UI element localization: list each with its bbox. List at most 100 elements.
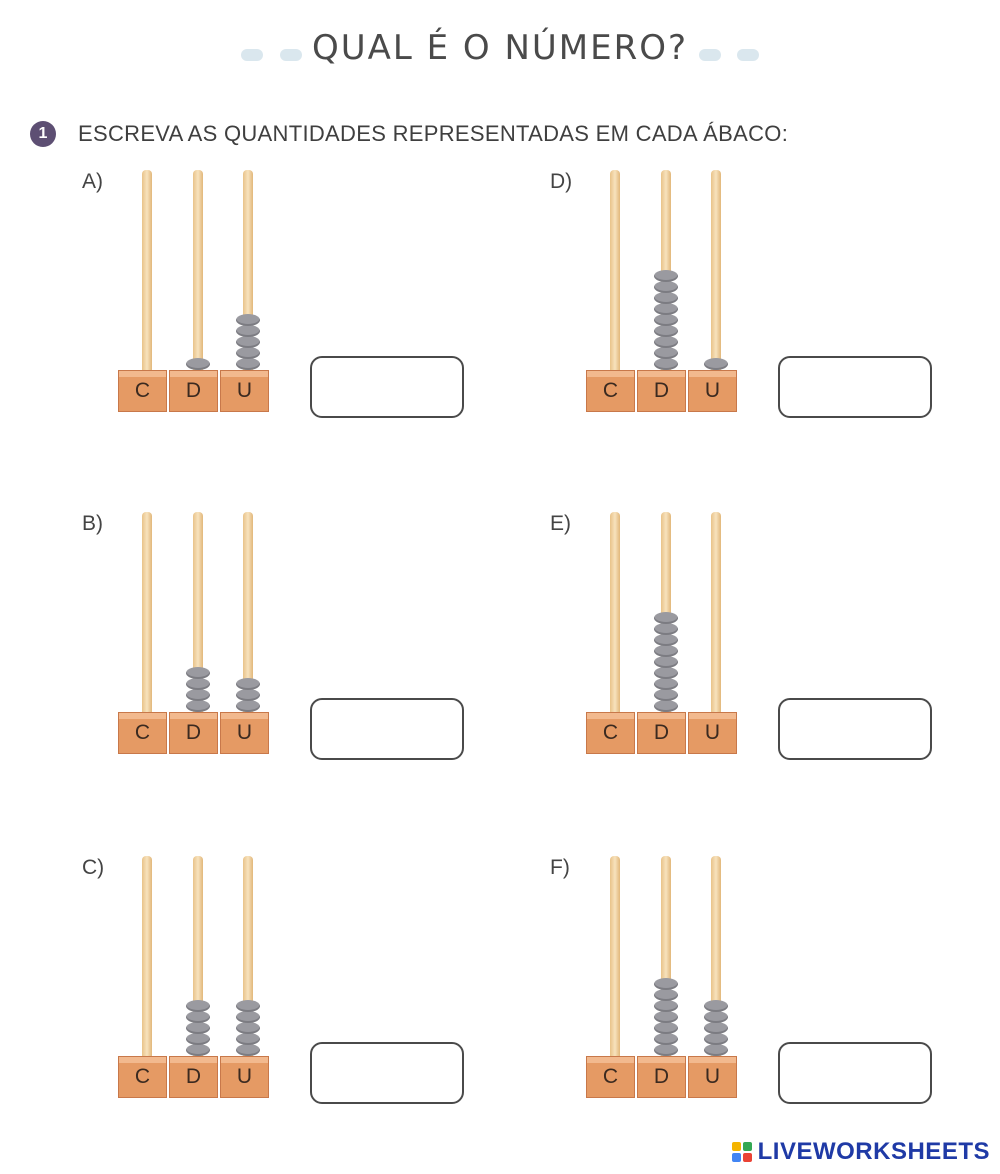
abacus-bead: [186, 667, 210, 679]
abacus-bead: [654, 634, 678, 646]
abacus-bead: [654, 347, 678, 359]
abacus-rod-c: [610, 170, 620, 374]
place-value-block-c: C: [118, 712, 167, 754]
abacus-bead: [654, 1033, 678, 1045]
decorative-splash: [698, 48, 721, 61]
abacus-bead: [704, 1044, 728, 1056]
abacus-bead: [236, 1011, 260, 1023]
abacus-bead: [186, 1033, 210, 1045]
abacus-bead: [186, 700, 210, 712]
abacus-bead: [236, 678, 260, 690]
question-number-badge: 1: [30, 121, 56, 147]
abacus-bead: [654, 1022, 678, 1034]
abacus-rod-c: [142, 170, 152, 374]
abacus-bead: [654, 667, 678, 679]
abacus-bead: [236, 1044, 260, 1056]
abacus-rod-d: [661, 856, 671, 1060]
place-value-block-d: D: [169, 370, 218, 412]
abacus-rod-c: [610, 856, 620, 1060]
place-value-block-u: U: [220, 712, 269, 754]
abacus-bead: [654, 700, 678, 712]
place-value-block-d: D: [169, 1056, 218, 1098]
abacus-bead: [654, 978, 678, 990]
decorative-splash: [241, 48, 264, 61]
abacus-bead: [654, 689, 678, 701]
abacus-rod-u: [711, 512, 721, 716]
brand-text: LIVEWORKSHEETS: [757, 1138, 990, 1165]
abacus-rod-d: [193, 170, 203, 374]
abacus-bead: [236, 358, 260, 370]
place-value-block-u: U: [688, 1056, 737, 1098]
page-title: QUAL É O NÚMERO?: [311, 28, 689, 68]
place-value-block-u: U: [220, 1056, 269, 1098]
abacus-bead: [236, 347, 260, 359]
abacus-bead: [654, 656, 678, 668]
exercise-label: E): [550, 512, 571, 535]
abacus-bead: [654, 314, 678, 326]
exercise-label: F): [550, 856, 570, 879]
abacus-bead: [654, 292, 678, 304]
abacus-bead: [704, 1022, 728, 1034]
abacus-rod-d: [193, 856, 203, 1060]
abacus-rod-u: [243, 512, 253, 716]
abacus-bead: [654, 281, 678, 293]
abacus-bead: [186, 1011, 210, 1023]
exercise-label: C): [82, 856, 105, 879]
abacus-bead: [654, 645, 678, 657]
answer-box[interactable]: [778, 356, 932, 418]
abacus-bead: [704, 1000, 728, 1012]
abacus-bead: [236, 1033, 260, 1045]
decorative-splash: [736, 48, 759, 61]
abacus-bead: [704, 1033, 728, 1045]
abacus-bead: [654, 303, 678, 315]
abacus-bead: [704, 1011, 728, 1023]
place-value-block-d: D: [637, 1056, 686, 1098]
abacus-bead: [186, 358, 210, 370]
place-value-block-u: U: [220, 370, 269, 412]
answer-box[interactable]: [310, 356, 464, 418]
answer-box[interactable]: [310, 698, 464, 760]
place-value-block-u: U: [688, 370, 737, 412]
liveworksheets-logo-icon: [731, 1142, 752, 1162]
abacus-bead: [236, 700, 260, 712]
place-value-block-c: C: [118, 370, 167, 412]
answer-box[interactable]: [310, 1042, 464, 1104]
abacus-bead: [654, 678, 678, 690]
abacus-rod-u: [711, 856, 721, 1060]
abacus-bead: [236, 689, 260, 701]
abacus-rod-u: [243, 170, 253, 374]
abacus-bead: [186, 1000, 210, 1012]
abacus-bead: [186, 1022, 210, 1034]
liveworksheets-footer: LIVEWORKSHEETS: [731, 1138, 990, 1166]
place-value-block-c: C: [586, 1056, 635, 1098]
place-value-block-d: D: [637, 712, 686, 754]
abacus-bead: [654, 612, 678, 624]
abacus-bead: [654, 270, 678, 282]
abacus-bead: [236, 1000, 260, 1012]
abacus-rod-u: [711, 170, 721, 374]
place-value-block-c: C: [586, 370, 635, 412]
instruction-text: ESCREVA AS QUANTIDADES REPRESENTADAS EM …: [78, 121, 789, 146]
answer-box[interactable]: [778, 698, 932, 760]
answer-box[interactable]: [778, 1042, 932, 1104]
abacus-bead: [236, 314, 260, 326]
place-value-block-d: D: [169, 712, 218, 754]
abacus-bead: [236, 325, 260, 337]
abacus-bead: [186, 1044, 210, 1056]
abacus-bead: [654, 336, 678, 348]
place-value-block-d: D: [637, 370, 686, 412]
